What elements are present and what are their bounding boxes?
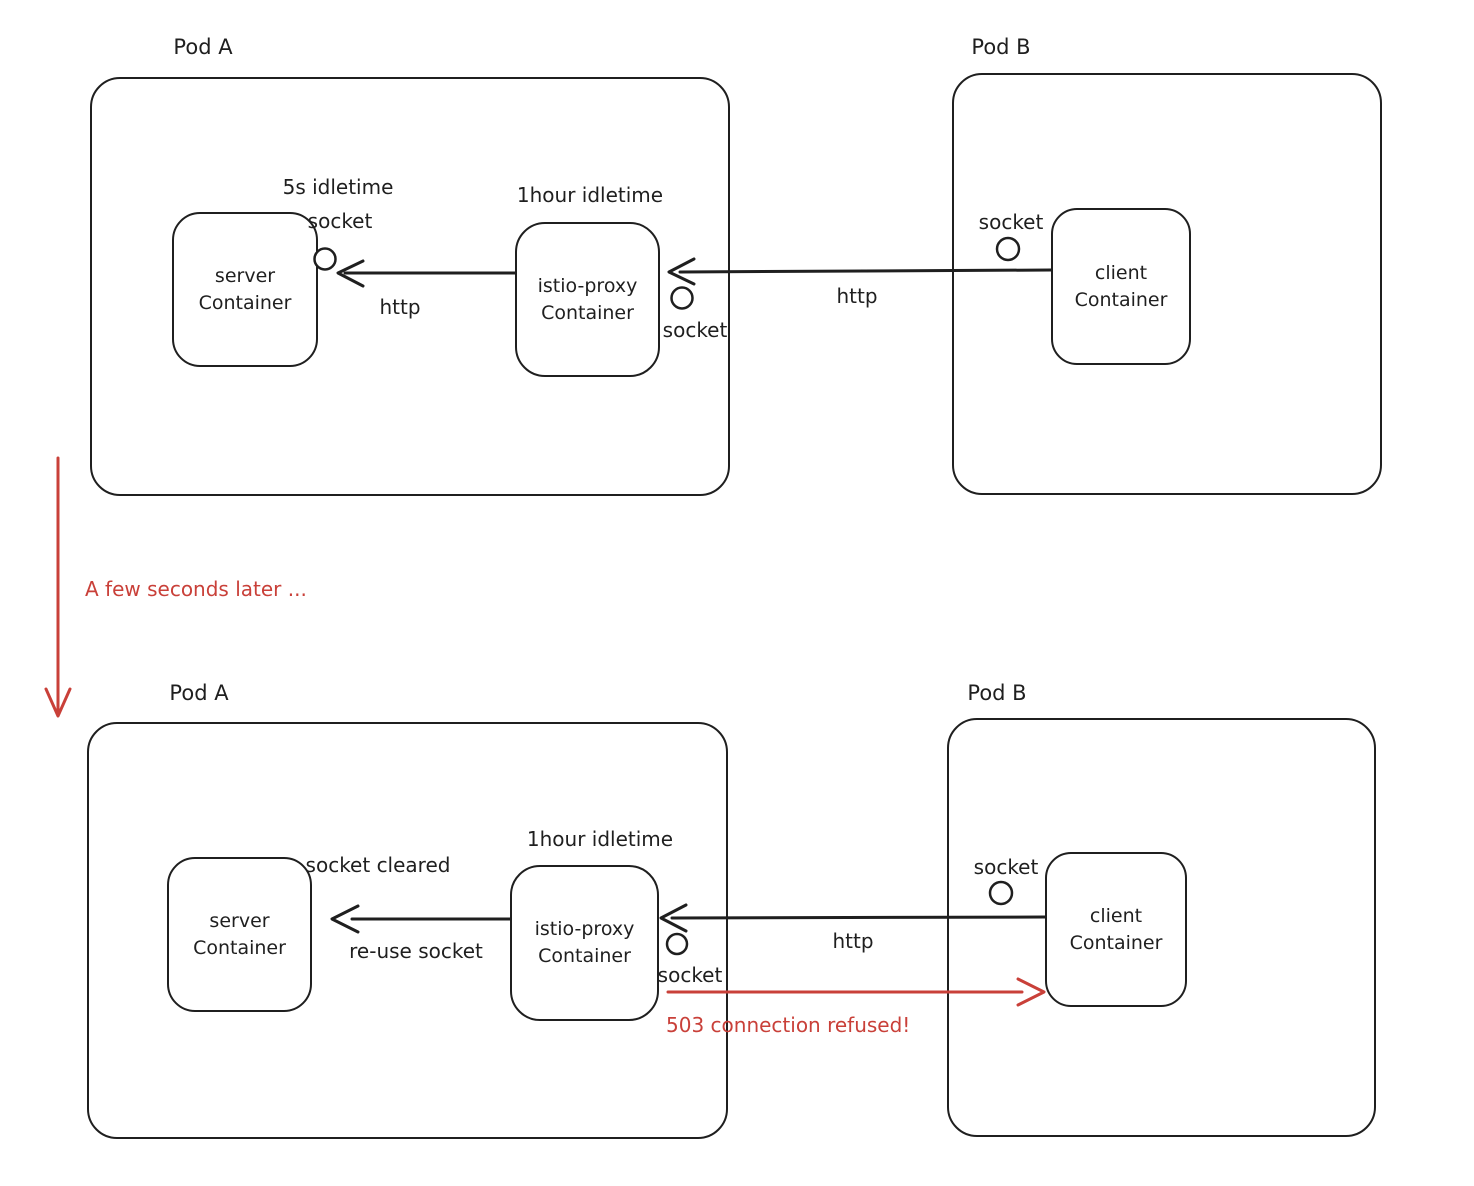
- server-idletime-label: 5s idletime: [282, 175, 394, 199]
- pod-b-title-before: Pod B: [971, 35, 1031, 59]
- server-container-before: server Container: [172, 212, 318, 367]
- transition-label: A few seconds later ...: [85, 577, 307, 601]
- istio-idletime-label-after: 1hour idletime: [526, 827, 674, 851]
- server-container-label-line2: Container: [198, 291, 292, 314]
- http-label-istio-to-server-before: http: [379, 295, 421, 319]
- server-container-after-label-line1: server: [209, 909, 270, 932]
- istio-proxy-label-line1: istio-proxy: [537, 274, 638, 297]
- pod-a-boundary-after: [87, 722, 728, 1139]
- pod-b-title-after: Pod B: [967, 681, 1027, 705]
- client-container-after-label-line2: Container: [1069, 931, 1163, 954]
- reuse-socket-label: re-use socket: [349, 939, 483, 963]
- pod-a-boundary-before: [90, 77, 730, 496]
- istio-socket-label-before: socket: [662, 318, 728, 342]
- server-socket-label-before: socket: [307, 209, 373, 233]
- error-503-label: 503 connection refused!: [666, 1013, 911, 1037]
- pod-b-boundary-after: [947, 718, 1376, 1137]
- http-label-client-to-istio-before: http: [836, 284, 878, 308]
- client-socket-label-before: socket: [978, 210, 1044, 234]
- socket-cleared-label: socket cleared: [305, 853, 451, 877]
- istio-proxy-container-before: istio-proxy Container: [515, 222, 660, 377]
- server-container-label-line1: server: [214, 264, 276, 287]
- client-container-label-line2: Container: [1074, 288, 1168, 311]
- http-label-client-to-istio-after: http: [832, 929, 874, 953]
- istio-socket-label-after: socket: [657, 963, 723, 987]
- pod-b-boundary-before: [952, 73, 1382, 495]
- istio-proxy-after-label-line1: istio-proxy: [534, 918, 635, 941]
- client-container-after: client Container: [1045, 852, 1187, 1007]
- arrow-head: [44, 687, 72, 718]
- pod-a-title-after: Pod A: [169, 681, 229, 705]
- istio-proxy-container-after: istio-proxy Container: [510, 865, 659, 1021]
- client-container-before: client Container: [1051, 208, 1191, 365]
- server-container-after: server Container: [167, 857, 312, 1012]
- client-container-label-line1: client: [1094, 261, 1148, 284]
- pod-a-title-before: Pod A: [173, 35, 233, 59]
- client-socket-label-after: socket: [973, 855, 1039, 879]
- server-container-after-label-line2: Container: [193, 936, 286, 959]
- istio-idletime-label-before: 1hour idletime: [516, 183, 664, 207]
- client-container-after-label-line1: client: [1089, 904, 1143, 927]
- istio-proxy-label-line2: Container: [541, 301, 634, 324]
- istio-proxy-after-label-line2: Container: [538, 945, 631, 967]
- transition-arrow: [44, 456, 72, 718]
